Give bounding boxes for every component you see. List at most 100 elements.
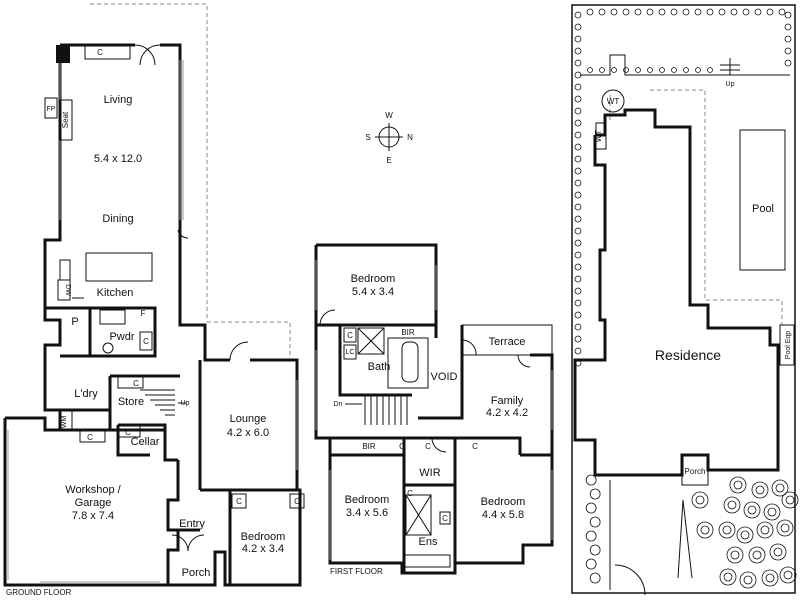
first-bedroom-2-label: Bedroom [345, 494, 390, 506]
first-floor-plan: Bedroom 5.4 x 3.4 BIR C LC Bath VOID Ter… [314, 243, 554, 576]
water-tank-label: WT [607, 97, 620, 106]
cellar-cupboard-label: C [125, 428, 131, 437]
hedge [574, 8, 792, 584]
garden-tree [743, 501, 761, 519]
hedge-shrub [574, 155, 582, 163]
living-label: Living [104, 94, 133, 106]
hedge-shrub [574, 119, 582, 127]
hedge-shrub [574, 311, 582, 319]
first-ensuite-cupboard-label: C [407, 489, 413, 498]
hedge-shrub [574, 143, 582, 151]
fridge-label: F [141, 309, 146, 318]
garden-tree [736, 526, 754, 544]
dining-label: Dining [102, 213, 133, 225]
water-tank-2-label: WT [594, 130, 603, 143]
seat-label: Seat [61, 111, 70, 128]
first-floor-label: FIRST FLOOR [330, 567, 383, 576]
laundry-label: L'dry [74, 388, 98, 400]
hedge-shrub [574, 11, 582, 19]
garden-tree [723, 496, 741, 514]
hedge-shrub [585, 530, 597, 542]
hedge-shrub [635, 67, 641, 73]
hedge-shrub [707, 67, 713, 73]
hedge-shrub [589, 488, 601, 500]
garden-tree [761, 569, 779, 587]
garden-tree-core [775, 483, 785, 493]
garden-tree-core [743, 575, 753, 585]
first-bedroom-3-label: Bedroom [481, 496, 526, 508]
garden-tree-core [730, 550, 740, 560]
hedge-shrub [784, 11, 792, 19]
compass-e: E [386, 156, 391, 165]
first-stair-down-label: Dn [334, 401, 343, 408]
hedge-shrub [695, 67, 701, 73]
hedge-shrub [574, 299, 582, 307]
garden-tree-core [760, 525, 770, 535]
garden-tree-core [747, 505, 757, 515]
garden-tree [726, 546, 744, 564]
garden-tree [769, 543, 787, 561]
hedge-shrub [589, 516, 601, 528]
hedge-shrub [646, 8, 654, 16]
hedge-shrub [589, 572, 601, 584]
garden-tree [779, 566, 797, 584]
hedge-shrub [622, 8, 630, 16]
garden-trees [691, 476, 799, 589]
hedge-shrub [598, 8, 606, 16]
pool-label: Pool [752, 203, 774, 215]
garden-tree-core [752, 550, 762, 560]
hedge-shrub [659, 67, 665, 73]
store-cupboard-label: C [133, 379, 139, 388]
garden-tree-core [723, 572, 733, 582]
first-terrace-label: Terrace [489, 336, 526, 348]
first-cupboard-2-label: C [425, 442, 431, 451]
garden-tree [748, 546, 766, 564]
garden-tree [739, 571, 757, 589]
first-bedroom-1-dimensions: 5.4 x 3.4 [352, 286, 394, 298]
fireplace-label: FP [47, 106, 56, 113]
first-void-label: VOID [431, 371, 458, 383]
workshop-label: Workshop / [65, 484, 121, 496]
living-dimensions: 5.4 x 12.0 [94, 153, 142, 165]
garden-tree [776, 519, 794, 537]
first-wir-label: WIR [419, 467, 440, 479]
dishwasher-label: DW [64, 284, 71, 296]
first-family-dimensions: 4.2 x 4.2 [486, 407, 528, 419]
hedge-shrub [599, 67, 605, 73]
first-bedroom-1-label: Bedroom [351, 273, 396, 285]
porch-label: Porch [182, 567, 211, 579]
store-label: Store [118, 396, 144, 408]
hedge-shrub [585, 474, 597, 486]
hedge-shrub [574, 83, 582, 91]
laundry-cupboard-label: C [87, 433, 93, 442]
hedge-shrub [587, 67, 593, 73]
hedge-shrub [574, 47, 582, 55]
hedge-shrub [671, 67, 677, 73]
garden-tree-core [780, 523, 790, 533]
hedge-shrub [574, 239, 582, 247]
garden-tree-core [700, 525, 710, 535]
first-bir-2-label: BIR [362, 442, 376, 451]
ground-floor-label: GROUND FLOOR [6, 588, 72, 597]
pool-equipment-label: Pool Eqp [785, 331, 792, 360]
first-ensuite-cupboard-2-label: C [442, 514, 448, 523]
hedge-shrub [574, 95, 582, 103]
hedge-shrub [574, 215, 582, 223]
compass-w: W [385, 111, 393, 120]
hedge-shrub [574, 287, 582, 295]
bedroom-cupboard-right-label: C [294, 497, 300, 506]
hedge-shrub [574, 191, 582, 199]
garden-tree [729, 476, 747, 494]
hedge-shrub [647, 67, 653, 73]
bedroom-cupboard-left-label: C [236, 497, 242, 506]
bedroom-dimensions: 4.2 x 3.4 [242, 543, 284, 555]
first-family-label: Family [491, 395, 524, 407]
hedge-shrub [585, 502, 597, 514]
hedge-shrub [574, 131, 582, 139]
hedge-shrub [766, 8, 774, 16]
hedge-shrub [706, 8, 714, 16]
compass: W E S N [365, 111, 413, 165]
garden-tree-core [722, 525, 732, 535]
washing-machine-label: WM [61, 416, 68, 429]
garden-tree [719, 568, 737, 586]
